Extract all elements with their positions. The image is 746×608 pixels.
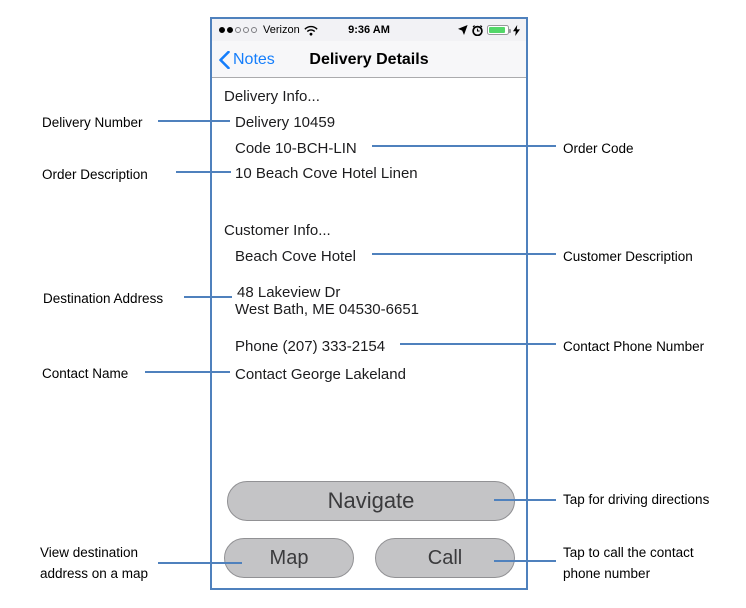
- wifi-icon: [304, 25, 318, 36]
- address-line-1: 48 Lakeview Dr: [237, 284, 341, 301]
- order-code-value: Code 10-BCH-LIN: [235, 140, 357, 157]
- order-description-value: 10 Beach Cove Hotel Linen: [235, 165, 418, 182]
- map-button[interactable]: Map: [224, 538, 354, 578]
- address-line-2: West Bath, ME 04530-6651: [235, 301, 419, 318]
- connector-driving-directions: [494, 499, 556, 501]
- signal-strength-icon: [219, 27, 257, 33]
- customer-info-header: Customer Info...: [224, 222, 331, 239]
- status-right: [458, 19, 520, 41]
- battery-icon: [487, 25, 511, 35]
- contact-phone-value: Phone (207) 333-2154: [235, 338, 386, 355]
- call-button[interactable]: Call: [375, 538, 515, 578]
- clock-time: 9:36 AM: [348, 24, 390, 36]
- back-button-label: Notes: [233, 51, 275, 68]
- connector-customer-description: [372, 253, 556, 255]
- connector-destination-address: [184, 296, 232, 298]
- annotation-contact-name: Contact Name: [42, 366, 129, 381]
- connector-delivery-number: [158, 120, 230, 122]
- connector-contact-phone: [400, 343, 556, 345]
- chevron-left-icon: [219, 51, 230, 69]
- page-title: Delivery Details: [309, 51, 429, 68]
- annotation-contact-phone-number: Contact Phone Number: [563, 339, 705, 354]
- annotation-destination-address: Destination Address: [43, 291, 164, 306]
- annotation-order-description: Order Description: [42, 167, 148, 182]
- back-button[interactable]: Notes: [219, 47, 275, 73]
- delivery-info-header: Delivery Info...: [224, 88, 320, 105]
- nav-bar: Delivery Details Notes: [212, 41, 526, 78]
- alarm-clock-icon: [472, 24, 483, 36]
- navigate-button[interactable]: Navigate: [227, 481, 515, 521]
- status-bar: Verizon 9:36 AM: [212, 19, 526, 41]
- location-arrow-icon: [458, 25, 468, 35]
- annotation-driving-directions: Tap for driving directions: [563, 492, 710, 507]
- connector-view-on-map: [158, 562, 242, 564]
- customer-description-value: Beach Cove Hotel: [235, 248, 356, 265]
- status-left: Verizon: [219, 24, 318, 36]
- phone-frame: Verizon 9:36 AM: [210, 17, 528, 590]
- connector-order-description: [176, 171, 231, 173]
- annotation-tap-to-call: Tap to call the contact phone number: [563, 545, 694, 581]
- connector-contact-name: [145, 371, 230, 373]
- annotation-view-on-map: View destination address on a map: [40, 545, 149, 581]
- connector-order-code: [372, 145, 556, 147]
- carrier-label: Verizon: [263, 24, 300, 36]
- annotation-delivery-number: Delivery Number: [42, 115, 143, 130]
- charging-bolt-icon: [513, 24, 520, 36]
- annotation-customer-description: Customer Description: [563, 249, 693, 264]
- connector-tap-to-call: [494, 560, 556, 562]
- delivery-number-value: Delivery 10459: [235, 114, 336, 131]
- contact-name-value: Contact George Lakeland: [235, 366, 406, 383]
- annotation-order-code: Order Code: [563, 141, 634, 156]
